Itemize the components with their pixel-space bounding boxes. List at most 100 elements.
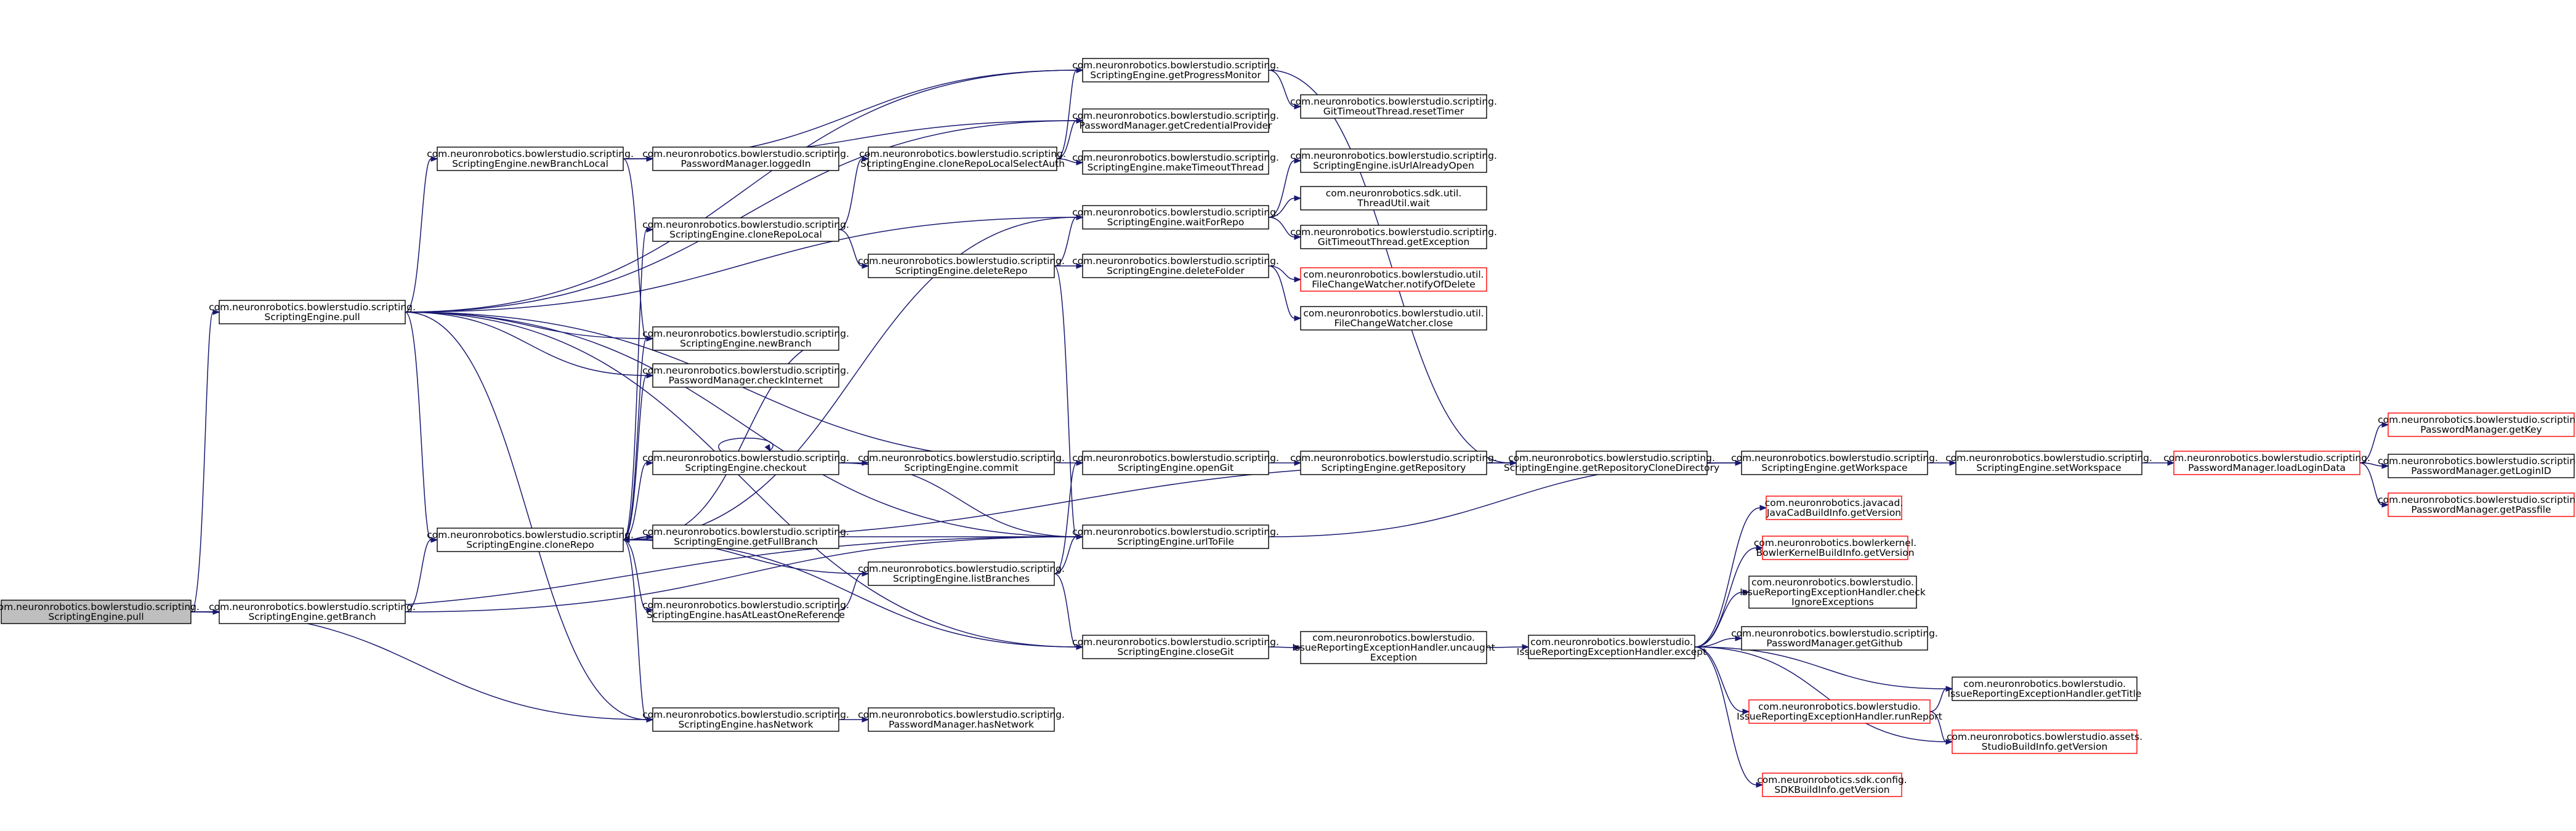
node-label-line: com.neuronrobotics.bowlerstudio.scriptin… xyxy=(858,255,1065,267)
node-fcwClose[interactable]: com.neuronrobotics.bowlerstudio.util.Fil… xyxy=(1300,306,1487,331)
node-box xyxy=(1082,150,1269,175)
edge-listBranches-to-openGit xyxy=(1054,460,1084,574)
node-root[interactable]: com.neuronrobotics.bowlerstudio.scriptin… xyxy=(0,600,200,624)
node-setWorkspace[interactable]: com.neuronrobotics.bowlerstudio.scriptin… xyxy=(1945,451,2152,475)
node-label-line: ScriptingEngine.deleteFolder xyxy=(1107,265,1245,276)
edge-line xyxy=(2359,462,2383,467)
node-getRepositoryCloneDirectory[interactable]: com.neuronrobotics.bowlerstudio.scriptin… xyxy=(1504,451,1719,475)
node-getRepository[interactable]: com.neuronrobotics.bowlerstudio.scriptin… xyxy=(1290,451,1497,475)
edge-cloneRepo-to-hasAtLeastOneReference xyxy=(623,539,654,613)
edge-arrowhead xyxy=(1076,214,1084,220)
node-cloneRepoLocalSelectAuth[interactable]: com.neuronrobotics.bowlerstudio.scriptin… xyxy=(859,147,1066,171)
node-getGithub[interactable]: com.neuronrobotics.bowlerstudio.scriptin… xyxy=(1731,626,1938,651)
node-gitGetException[interactable]: com.neuronrobotics.bowlerstudio.scriptin… xyxy=(1290,225,1497,249)
edge-line xyxy=(1694,592,1743,648)
node-label-line: IssueReportingExceptionHandler.except xyxy=(1517,646,1706,657)
node-label-line: com.neuronrobotics.bowlerstudio.scriptin… xyxy=(642,600,849,611)
node-label-line: com.neuronrobotics.bowlerstudio.scriptin… xyxy=(642,328,849,339)
node-getFullBranch[interactable]: com.neuronrobotics.bowlerstudio.scriptin… xyxy=(642,524,849,549)
node-makeTimeoutThread[interactable]: com.neuronrobotics.bowlerstudio.scriptin… xyxy=(1072,150,1279,175)
edge-line xyxy=(1929,688,1947,712)
node-resetTimer[interactable]: com.neuronrobotics.bowlerstudio.scriptin… xyxy=(1290,94,1497,119)
node-urlToFile[interactable]: com.neuronrobotics.bowlerstudio.scriptin… xyxy=(1072,524,1279,549)
node-notifyOfDelete[interactable]: com.neuronrobotics.bowlerstudio.util.Fil… xyxy=(1300,267,1487,292)
node-box xyxy=(437,147,624,171)
edge-line xyxy=(1694,646,1743,712)
edge-line xyxy=(1054,265,1077,537)
node-bowlerKernelGetVersion[interactable]: com.neuronrobotics.bowlerkernel.BowlerKe… xyxy=(1754,536,1916,560)
node-getCredentialProvider[interactable]: com.neuronrobotics.bowlerstudio.scriptin… xyxy=(1072,108,1279,133)
node-newBranchLocal[interactable]: com.neuronrobotics.bowlerstudio.scriptin… xyxy=(427,147,634,171)
node-box xyxy=(2388,492,2575,517)
edge-pull2-to-newBranchLocal xyxy=(405,156,438,313)
node-newBranch[interactable]: com.neuronrobotics.bowlerstudio.scriptin… xyxy=(642,326,849,351)
node-getBranch[interactable]: com.neuronrobotics.bowlerstudio.scriptin… xyxy=(209,600,416,624)
node-getLoginID[interactable]: com.neuronrobotics.bowlerstudio.scriptin… xyxy=(2378,454,2576,478)
node-label-line: com.neuronrobotics.bowlerstudio.scriptin… xyxy=(427,529,634,540)
node-label-line: PasswordManager.getKey xyxy=(2420,424,2542,435)
node-getProgressMonitor[interactable]: com.neuronrobotics.bowlerstudio.scriptin… xyxy=(1072,58,1279,82)
node-openGit[interactable]: com.neuronrobotics.bowlerstudio.scriptin… xyxy=(1072,451,1279,475)
node-label-line: ScriptingEngine.closeGit xyxy=(1117,646,1233,657)
node-label-line: ScriptingEngine.deleteRepo xyxy=(895,265,1028,276)
edge-line xyxy=(1268,646,1295,648)
edge-cloneRepo-to-closeGit xyxy=(623,539,1084,650)
edge-openGit-to-getRepository xyxy=(1269,460,1302,466)
node-checkIgnoreExceptions[interactable]: com.neuronrobotics.bowlerstudio.IssueRep… xyxy=(1740,576,1926,609)
node-cloneRepo[interactable]: com.neuronrobotics.bowlerstudio.scriptin… xyxy=(427,528,634,552)
node-closeGit[interactable]: com.neuronrobotics.bowlerstudio.scriptin… xyxy=(1072,635,1279,659)
node-deleteRepo[interactable]: com.neuronrobotics.bowlerstudio.scriptin… xyxy=(858,254,1065,278)
node-label-line: com.neuronrobotics.bowlerstudio.scriptin… xyxy=(858,563,1065,574)
node-getKey[interactable]: com.neuronrobotics.bowlerstudio.scriptin… xyxy=(2378,412,2576,437)
node-pull2[interactable]: com.neuronrobotics.bowlerstudio.scriptin… xyxy=(209,300,416,324)
node-box xyxy=(1082,205,1269,230)
node-threadWait[interactable]: com.neuronrobotics.sdk.util.ThreadUtil.w… xyxy=(1300,186,1487,211)
edge-line xyxy=(190,611,647,720)
node-studioGetVersion[interactable]: com.neuronrobotics.bowlerstudio.assets.S… xyxy=(1947,729,2142,754)
node-getWorkspace[interactable]: com.neuronrobotics.bowlerstudio.scriptin… xyxy=(1731,451,1938,475)
node-box xyxy=(1300,306,1487,331)
edge-arrowhead xyxy=(1294,315,1302,321)
edge-arrowhead xyxy=(862,263,870,269)
node-getPassfile[interactable]: com.neuronrobotics.bowlerstudio.scriptin… xyxy=(2378,492,2576,517)
node-label-line: com.neuronrobotics.bowlerstudio.scriptin… xyxy=(642,365,849,376)
node-waitForRepo[interactable]: com.neuronrobotics.bowlerstudio.scriptin… xyxy=(1072,205,1279,230)
node-loadLoginData[interactable]: com.neuronrobotics.bowlerstudio.scriptin… xyxy=(2163,451,2370,475)
node-checkInternet[interactable]: com.neuronrobotics.bowlerstudio.scriptin… xyxy=(642,363,849,388)
node-label-line: com.neuronrobotics.bowlerstudio.scriptin… xyxy=(2378,494,2576,505)
edge-arrowhead xyxy=(2381,422,2389,428)
node-getTitle[interactable]: com.neuronrobotics.bowlerstudio.IssueRep… xyxy=(1948,676,2142,701)
edge-arrowhead xyxy=(1509,460,1517,466)
node-commit[interactable]: com.neuronrobotics.bowlerstudio.scriptin… xyxy=(858,451,1065,475)
edge-arrowhead xyxy=(1735,635,1743,641)
node-deleteFolder[interactable]: com.neuronrobotics.bowlerstudio.scriptin… xyxy=(1072,254,1279,278)
node-label-line: com.neuronrobotics.sdk.util. xyxy=(1326,188,1462,199)
node-isUrlAlreadyOpen[interactable]: com.neuronrobotics.bowlerstudio.scriptin… xyxy=(1290,148,1497,173)
node-cloneRepoLocal[interactable]: com.neuronrobotics.bowlerstudio.scriptin… xyxy=(642,217,849,242)
edge-arrowhead xyxy=(1949,460,1957,466)
edge-getProgressMonitor-to-resetTimer xyxy=(1268,70,1302,110)
node-runReport[interactable]: com.neuronrobotics.bowlerstudio.IssueRep… xyxy=(1737,699,1942,724)
node-uncaughtException[interactable]: com.neuronrobotics.bowlerstudio.IssueRep… xyxy=(1292,631,1495,664)
edge-line xyxy=(1054,573,1077,648)
edge-line xyxy=(623,338,647,540)
node-listBranches[interactable]: com.neuronrobotics.bowlerstudio.scriptin… xyxy=(858,561,1065,586)
node-except[interactable]: com.neuronrobotics.bowlerstudio.IssueRep… xyxy=(1517,635,1706,659)
node-hasAtLeastOneReference[interactable]: com.neuronrobotics.bowlerstudio.scriptin… xyxy=(642,598,849,622)
node-sdkGetVersion[interactable]: com.neuronrobotics.sdk.config.SDKBuildIn… xyxy=(1757,773,1907,797)
edge-line xyxy=(1056,70,1077,159)
node-loggedIn[interactable]: com.neuronrobotics.bowlerstudio.scriptin… xyxy=(642,147,849,171)
edge-line xyxy=(718,438,773,452)
node-label-line: ScriptingEngine.commit xyxy=(904,462,1019,473)
node-label-line: com.neuronrobotics.bowlerstudio.scriptin… xyxy=(1290,227,1497,238)
node-hasNetworkSE[interactable]: com.neuronrobotics.bowlerstudio.scriptin… xyxy=(642,707,849,732)
edge-getRepositoryCloneDirectory-to-getWorkspace xyxy=(1707,460,1743,466)
node-label-line: com.neuronrobotics.bowlerstudio.scriptin… xyxy=(2378,456,2576,467)
node-checkout[interactable]: com.neuronrobotics.bowlerstudio.scriptin… xyxy=(642,451,849,475)
node-hasNetworkPM[interactable]: com.neuronrobotics.bowlerstudio.scriptin… xyxy=(858,707,1065,732)
node-label-line: com.neuronrobotics.bowlerstudio.scriptin… xyxy=(427,148,634,159)
node-javaCadGetVersion[interactable]: com.neuronrobotics.javacad.JavaCadBuildI… xyxy=(1765,496,1904,520)
edge-deleteRepo-to-deleteFolder xyxy=(1054,263,1084,269)
node-label-line: com.neuronrobotics.bowlerstudio.scriptin… xyxy=(1072,110,1279,121)
edge-line xyxy=(838,229,863,267)
